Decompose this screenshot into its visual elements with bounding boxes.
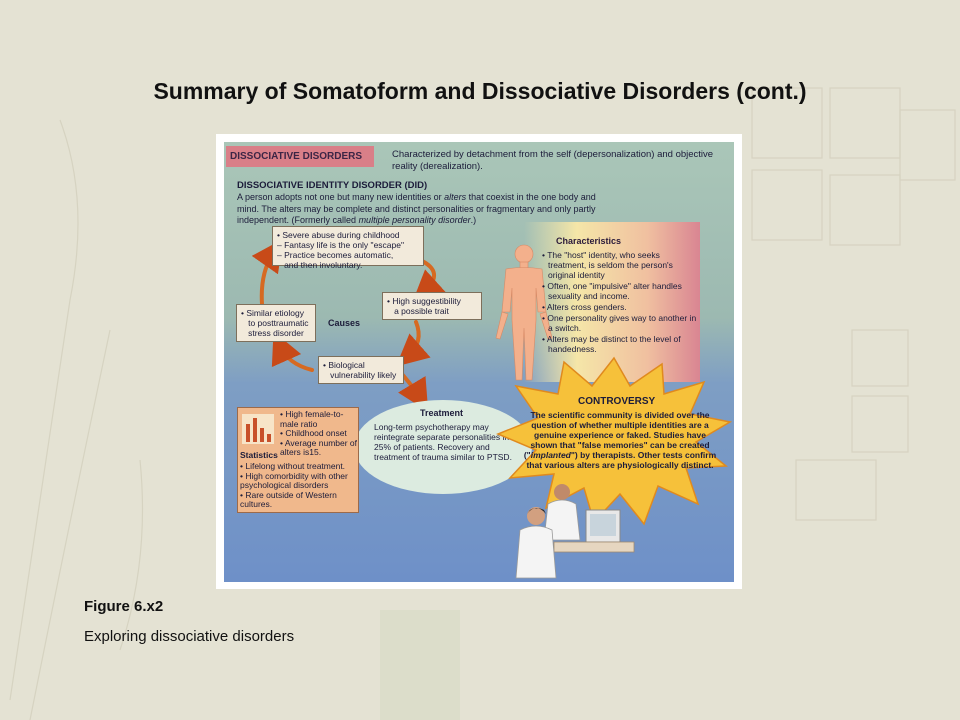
cause-similar-etiology: • Similar etiology to posttraumatic stre…	[236, 304, 316, 342]
dissociative-disorders-label: DISSOCIATIVE DISORDERS	[226, 146, 374, 167]
bar-chart-icon	[242, 414, 274, 444]
cause-biological-vulnerability: • Biological vulnerability likely	[318, 356, 404, 384]
list-item: Childhood onset	[280, 428, 358, 439]
causes-label: Causes	[328, 318, 361, 328]
list-item: High comorbidity with other psychologica…	[240, 471, 356, 491]
characteristics-list: The "host" identity, who seeks treatment…	[542, 250, 700, 355]
slide-title: Summary of Somatoform and Dissociative D…	[153, 78, 807, 104]
statistics-label: Statistics	[240, 450, 278, 460]
human-figure-icon	[495, 244, 553, 381]
cause-childhood-abuse: • Severe abuse during childhood – Fantas…	[272, 226, 424, 270]
treatment-ellipse	[354, 400, 532, 494]
list-item: Often, one "impulsive" alter handles sex…	[542, 281, 700, 301]
treatment-title: Treatment	[420, 408, 464, 418]
dissociative-disorders-description: Characterized by detachment from the sel…	[392, 149, 714, 172]
characteristics-title: Characteristics	[556, 236, 622, 246]
list-item: The "host" identity, who seeks treatment…	[542, 250, 700, 280]
figure-caption-title: Figure 6.x2	[84, 598, 164, 615]
controversy-starburst	[496, 356, 733, 526]
list-item: High female-to-male ratio	[280, 409, 358, 429]
arrow-biological-to-etiology	[271, 331, 314, 372]
controversy-text: The scientific community is divided over…	[523, 410, 717, 470]
infographic-panel: DISSOCIATIVE DISORDERS Characterized by …	[224, 142, 734, 582]
list-item: Alters may be distinct to the level of h…	[542, 334, 700, 354]
figure-frame: DISSOCIATIVE DISORDERS Characterized by …	[216, 134, 742, 589]
statistics-top-list: High female-to-male ratio Childhood onse…	[280, 409, 358, 458]
cause-high-suggestibility: • High suggestibility a possible trait	[382, 292, 482, 320]
treatment-text: Long-term psychotherapy may reintegrate …	[374, 422, 512, 462]
figure-caption-text: Exploring dissociative disorders	[84, 628, 295, 645]
statistics-bottom-list: Lifelong without treatment. High comorbi…	[240, 461, 356, 510]
did-title: DISSOCIATIVE IDENTITY DISORDER (DID)	[237, 180, 428, 191]
did-description: A person adopts not one but many new ide…	[237, 192, 596, 225]
list-item: Average number of alters is15.	[280, 438, 358, 458]
arrow-cycle-to-treatment	[398, 372, 429, 412]
researchers-illustration	[515, 484, 635, 579]
list-item: One personality gives way to another in …	[542, 313, 700, 333]
list-item: Alters cross genders.	[542, 302, 700, 312]
arrow-suggestibility-to-biological	[395, 320, 431, 367]
list-item: Rare outside of Western cultures.	[240, 490, 356, 510]
list-item: Lifelong without treatment.	[240, 461, 356, 472]
controversy-title: CONTROVERSY	[578, 396, 656, 407]
